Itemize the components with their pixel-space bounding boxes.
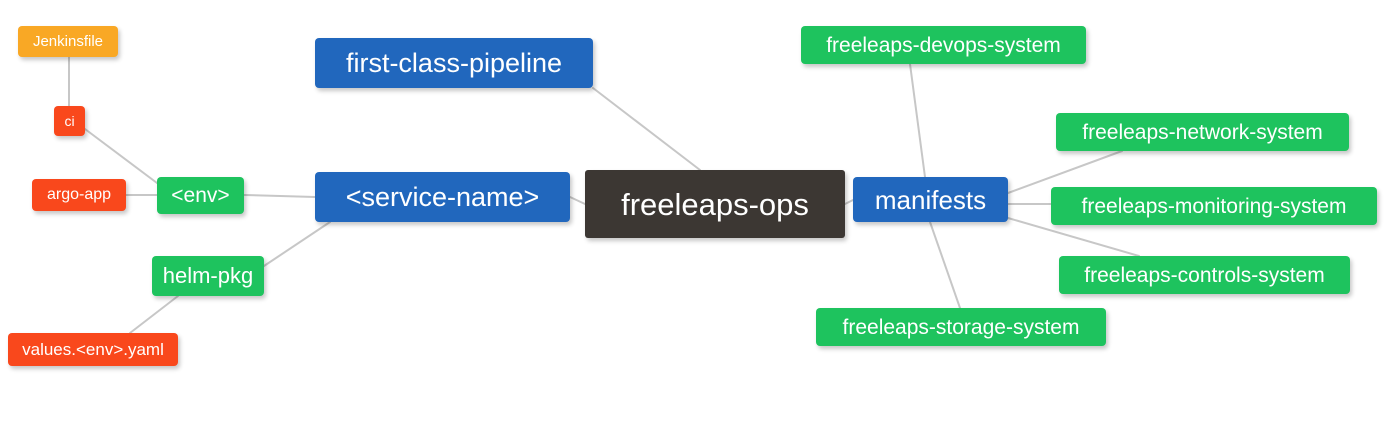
mindmap-node-argo-app[interactable]: argo-app (32, 179, 126, 211)
edge-manifests-to-freeleaps-devops-system (909, 63, 926, 178)
mindmap-node-freeleaps-network-system[interactable]: freeleaps-network-system (1056, 113, 1349, 151)
mindmap-node-values-env-yaml[interactable]: values.<env>.yaml (8, 333, 178, 366)
edge-freeleaps-ops-to-service-name (569, 196, 586, 205)
mindmap-node-env[interactable]: <env> (157, 177, 244, 214)
mindmap-node-manifests[interactable]: manifests (853, 177, 1008, 222)
mindmap-node-service-name[interactable]: <service-name> (315, 172, 570, 222)
mindmap-node-first-class-pipeline[interactable]: first-class-pipeline (315, 38, 593, 88)
edge-service-name-to-env (243, 194, 316, 198)
mindmap-node-freeleaps-monitoring-system[interactable]: freeleaps-monitoring-system (1051, 187, 1377, 225)
mindmap-node-freeleaps-storage-system[interactable]: freeleaps-storage-system (816, 308, 1106, 346)
edge-helm-pkg-to-values-env-yaml (129, 295, 179, 334)
edge-env-to-ci (84, 128, 158, 184)
edge-service-name-to-helm-pkg (263, 221, 331, 267)
mindmap-node-freeleaps-devops-system[interactable]: freeleaps-devops-system (801, 26, 1086, 64)
edge-manifests-to-freeleaps-storage-system (929, 221, 961, 309)
edge-freeleaps-ops-to-first-class-pipeline (592, 87, 701, 171)
edge-freeleaps-ops-to-manifests (844, 199, 854, 205)
mindmap-node-ci[interactable]: ci (54, 106, 85, 136)
mindmap-node-freeleaps-controls-system[interactable]: freeleaps-controls-system (1059, 256, 1350, 294)
mindmap-node-helm-pkg[interactable]: helm-pkg (152, 256, 264, 296)
mindmap-node-freeleaps-ops[interactable]: freeleaps-ops (585, 170, 845, 238)
mindmap-node-jenkinsfile[interactable]: Jenkinsfile (18, 26, 118, 57)
